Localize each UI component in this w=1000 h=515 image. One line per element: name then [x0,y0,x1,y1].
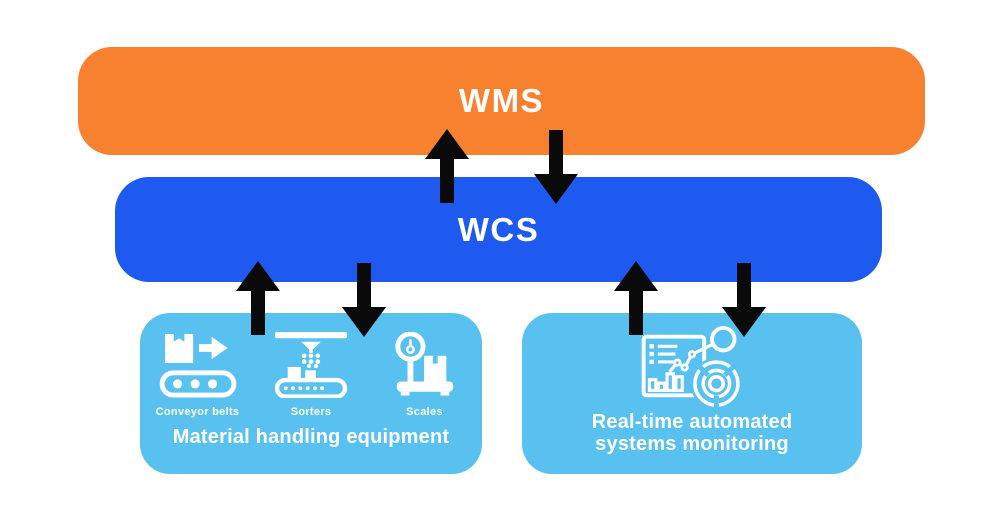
arrow-up-icon [425,129,469,159]
arrow-up-icon [614,261,658,291]
arrow-down-wms-to-wcs [534,130,578,204]
wcs-label: WCS [457,210,540,248]
wms-layer-bar: WMS [78,47,925,155]
scale-icon [394,332,453,396]
monitoring-panel: Real-time automated systems monitoring [522,313,862,474]
wms-label: WMS [458,82,545,119]
monitoring-title-line1: Real-time automated [591,411,793,433]
arrow-down-icon [722,307,766,337]
arrow-down-icon [534,174,578,204]
arrow-down-wcs-to-monitoring [722,263,766,337]
arrow-up-monitoring-to-wcs [614,261,658,335]
wcs-layer-bar: WCS [115,177,882,282]
material-handling-panel: Conveyor belts Sorters [140,313,482,474]
arrow-down-icon [342,307,386,337]
monitoring-title-line2: systems monitoring [595,433,789,456]
arrow-up-icon [236,261,280,291]
arrow-down-wcs-to-mhe [342,263,386,337]
scales-label: Scales [406,406,443,418]
conveyor-belt-icon [159,333,236,398]
monitoring-title: Real-time automated systems monitoring [592,411,793,456]
equipment-icon-row: Conveyor belts Sorters [140,332,482,418]
material-handling-title: Material handling equipment [172,426,450,448]
scales-item: Scales [369,332,481,418]
arrow-up-wcs-to-wms [425,129,469,203]
conveyor-belts-label: Conveyor belts [155,406,240,418]
sorter-icon [274,332,348,398]
sorters-label: Sorters [290,406,332,418]
arrow-up-mhe-to-wcs [236,261,280,335]
sorters-item: Sorters [255,332,367,418]
conveyor-belts-item: Conveyor belts [142,332,254,418]
